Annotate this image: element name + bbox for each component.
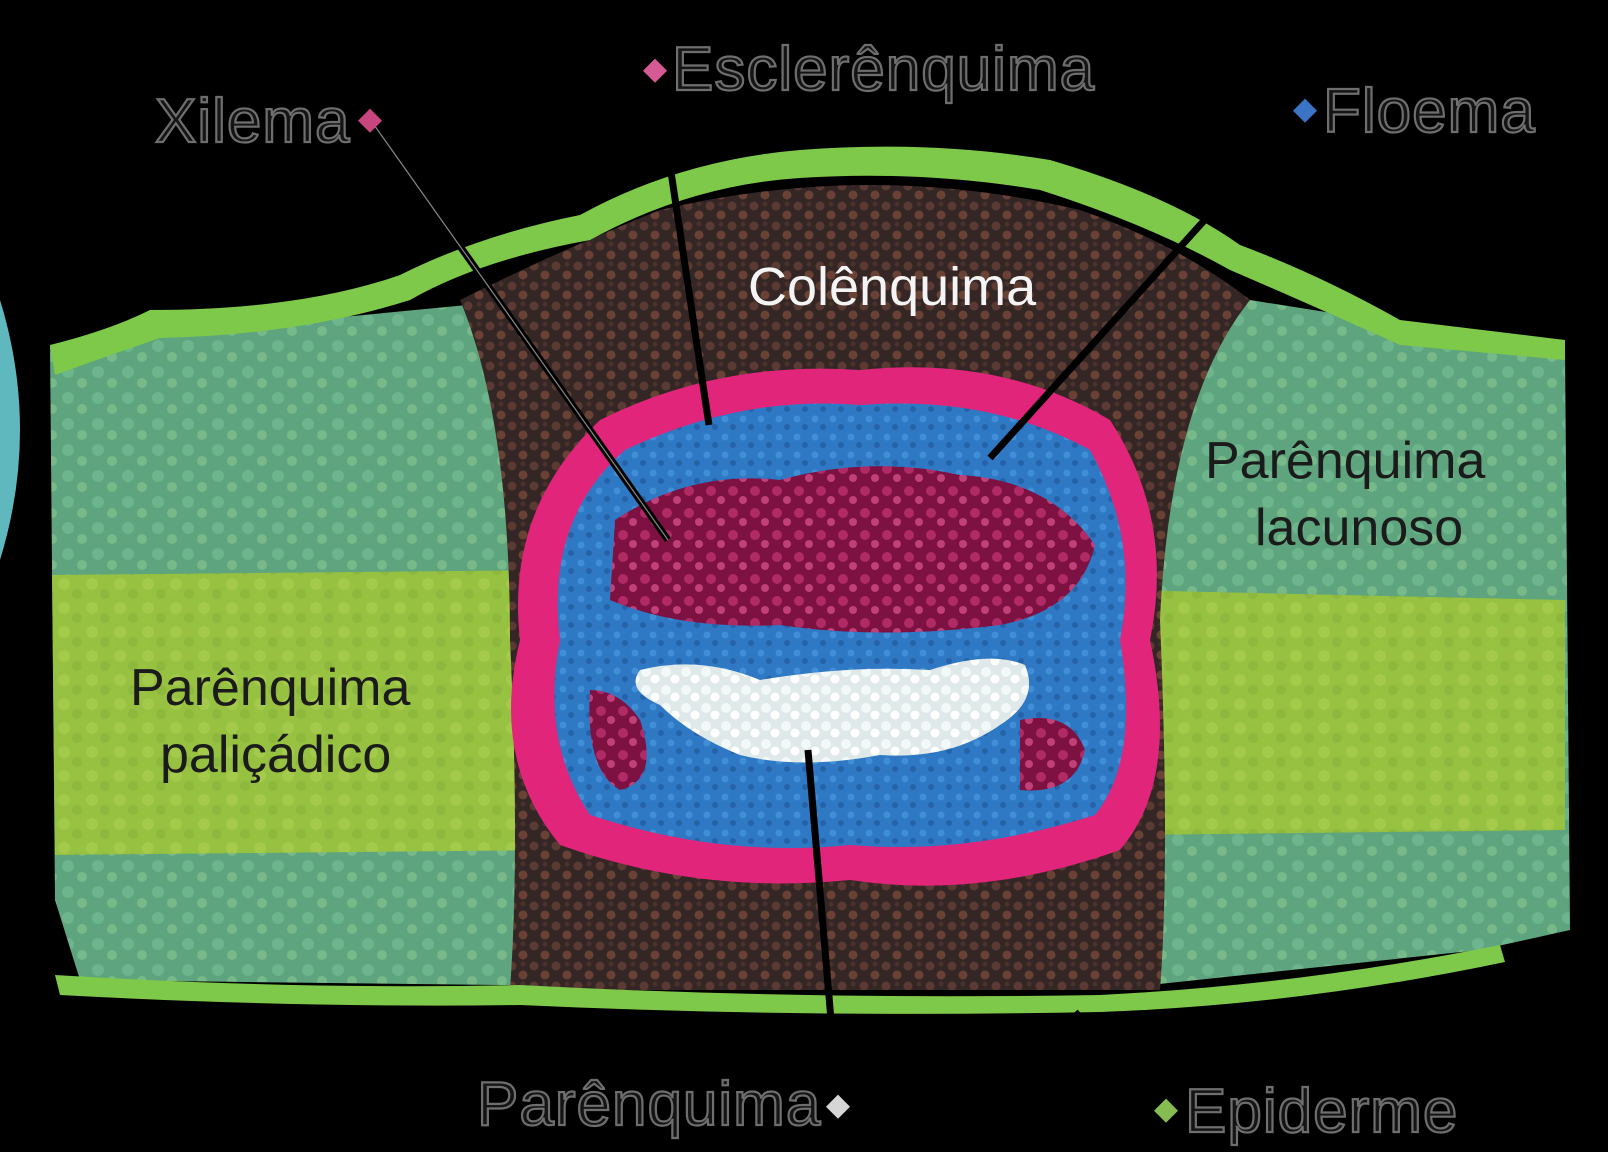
label-parenquima-lacunoso-1: Parênquima [1205, 432, 1485, 490]
label-parenquima-lacunoso-2: lacunoso [1255, 499, 1463, 557]
label-parenquima: Parênquima [477, 1070, 821, 1139]
label-colenquima: Colênquima [748, 257, 1037, 317]
label-esclerenquima: Esclerênquima [672, 35, 1095, 104]
label-epiderme: Epiderme [1185, 1077, 1458, 1146]
label-floema: Floema [1323, 77, 1536, 146]
palisade-parenchyma-right [1120, 590, 1565, 835]
xylem [610, 466, 1095, 632]
label-parenquima-palicadico-2: paliçádico [160, 726, 391, 784]
vascular-bundle [511, 367, 1160, 886]
label-xilema: Xilema [155, 87, 351, 156]
label-parenquima-palicadico-1: Parênquima [130, 659, 410, 717]
